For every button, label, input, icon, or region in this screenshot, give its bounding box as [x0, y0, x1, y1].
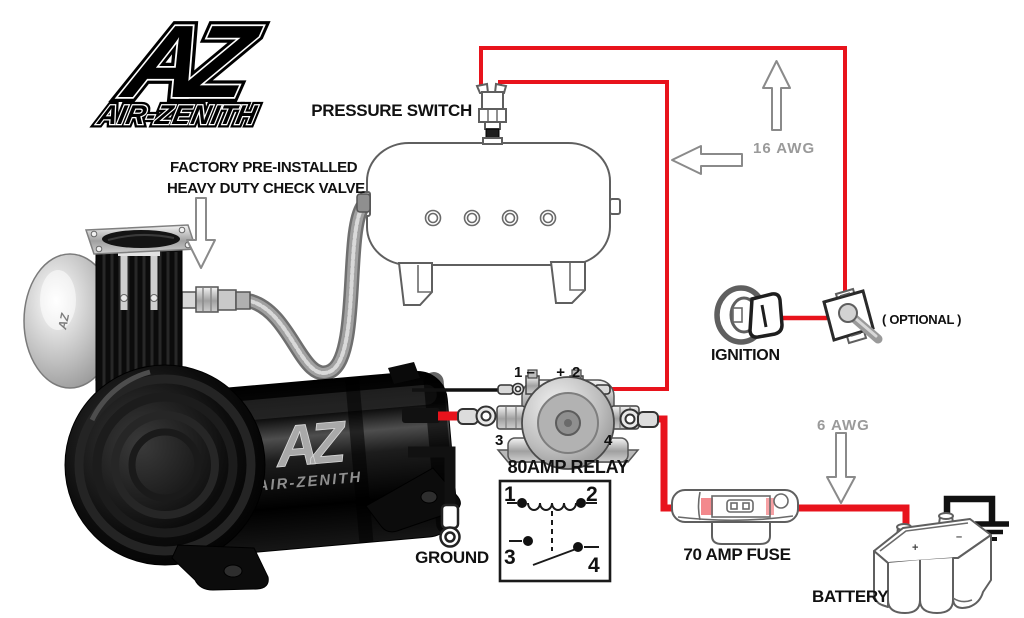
ring-terminal-4 [619, 408, 659, 430]
wire-compressor-ground [408, 446, 456, 506]
check-valve [181, 286, 251, 313]
ground-ring-terminal [439, 503, 461, 548]
braided-hose [242, 193, 371, 381]
battery-label: BATTERY [812, 587, 889, 606]
ring-terminal-1 [497, 382, 525, 396]
schematic-pin-2: 2 [586, 483, 598, 506]
relay-device [457, 369, 659, 470]
relay-stud-3 [496, 405, 526, 430]
ignition-switch [714, 285, 784, 345]
relay-label-1: 1 – [514, 364, 535, 381]
pressure-switch-label: PRESSURE SWITCH [311, 101, 472, 120]
wire-gauge-16-label: 16 AWG [753, 140, 815, 157]
relay-label: 80AMP RELAY [508, 457, 629, 477]
az-logo-main: AZ [112, 4, 270, 119]
ignition-label: IGNITION [711, 347, 780, 364]
relay-label-2: 2 [572, 364, 580, 381]
ring-terminal-3 [457, 405, 497, 427]
wire-relay4-to-fuse [640, 415, 678, 512]
relay-schematic: 1 2 3 4 [498, 479, 612, 583]
check-valve-label-line2: HEAVY DUTY CHECK VALVE [167, 180, 365, 197]
fuse-holder [671, 489, 799, 545]
schematic-pin-4: 4 [588, 554, 600, 577]
optional-label: ( OPTIONAL ) [882, 312, 961, 327]
mounting-feet [171, 362, 461, 591]
az-logo-sub-outline: AIR-ZENITH [94, 99, 260, 130]
wire-fuse-to-battery [792, 504, 910, 531]
fuse-label: 70 AMP FUSE [683, 545, 790, 564]
wire-pressure-switch-to-toggle [479, 46, 847, 299]
arrow-left-16awg [671, 145, 743, 175]
relay-label-3: 3 [495, 432, 503, 449]
fan-guard [84, 224, 198, 255]
motor-end-cap [64, 364, 266, 566]
compressor: AZ [23, 224, 461, 591]
schematic-pin-3: 3 [504, 546, 516, 569]
schematic-pin-1: 1 [504, 483, 516, 506]
battery-minus-mark: – [956, 531, 962, 543]
tank-ports [424, 209, 557, 227]
ignition-key [748, 292, 784, 339]
tank-legs [397, 261, 586, 306]
check-valve-label-line1: FACTORY PRE-INSTALLED [170, 159, 358, 176]
wire-battery-ground [943, 495, 996, 522]
toggle-switch [822, 287, 883, 345]
relay-label-plus: + [556, 364, 565, 381]
air-tank [360, 142, 621, 306]
compressor-power-stub [402, 408, 440, 423]
tank-right-port [609, 198, 621, 215]
wire-gauge-6-label: 6 AWG [817, 417, 870, 434]
az-logo: AZ AZ AIR-ZENITH AIR-ZENITH [91, 0, 275, 133]
az-logo-sub: AIR-ZENITH [94, 99, 260, 130]
filter-az-mark: AZ [55, 311, 72, 331]
arrow-down-6awg [826, 432, 856, 504]
relay-label-4: 4 [604, 432, 613, 449]
battery-device: + – [873, 512, 992, 614]
ground-label: GROUND [415, 548, 489, 567]
arrow-down-check-valve [186, 197, 216, 269]
pressure-switch-device [475, 82, 508, 145]
cylinder-head [95, 247, 183, 399]
battery-plus-mark: + [912, 542, 918, 554]
arrow-up-16awg [762, 60, 791, 131]
